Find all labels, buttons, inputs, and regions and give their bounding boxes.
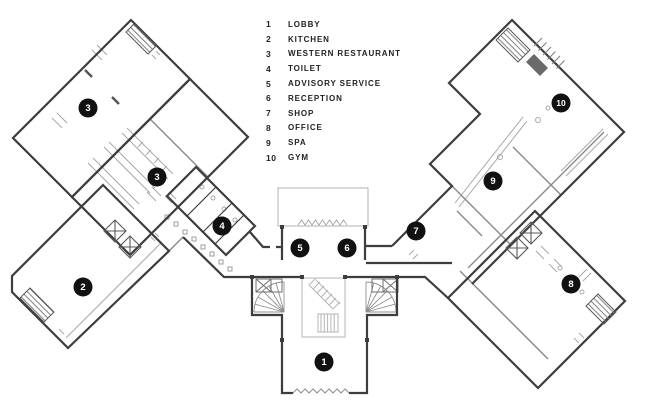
staircases bbox=[19, 23, 617, 325]
legend-number: 1 bbox=[266, 19, 272, 30]
legend-item-1: 1 LOBBY bbox=[266, 17, 401, 32]
legend-label: SHOP bbox=[288, 108, 315, 118]
room-marker-western-restaurant: 3 bbox=[78, 98, 98, 118]
marker-number: 3 bbox=[85, 103, 90, 114]
marker-circle bbox=[406, 221, 426, 241]
legend-item-7: 7 SHOP bbox=[266, 106, 401, 121]
gym-core bbox=[526, 37, 565, 76]
marker-circle bbox=[290, 238, 310, 258]
legend-item-2: 2 KITCHEN bbox=[266, 32, 401, 47]
corner-posts bbox=[250, 225, 399, 342]
room-marker-kitchen: 2 bbox=[73, 277, 93, 297]
legend-number: 7 bbox=[266, 108, 272, 119]
wing-office bbox=[446, 209, 627, 390]
legend-number: 5 bbox=[266, 78, 272, 89]
legend-item-10: 10 GYM bbox=[266, 150, 401, 165]
legend-number: 6 bbox=[266, 93, 272, 104]
marker-number: 9 bbox=[490, 176, 495, 187]
wing-spa-gym bbox=[391, 18, 626, 285]
room-marker-advisory-service: 5 bbox=[290, 238, 310, 258]
legend: 1 LOBBY 2 KITCHEN 3 WESTERN RESTAURANT 4 TOILET… bbox=[266, 17, 401, 165]
marker-number: 10 bbox=[556, 98, 566, 108]
atrium-central-stair bbox=[301, 277, 346, 338]
legend-label: ADVISORY SERVICE bbox=[288, 79, 381, 89]
marker-number: 1 bbox=[321, 357, 327, 368]
marker-circle bbox=[314, 352, 334, 372]
legend-label: OFFICE bbox=[288, 123, 323, 133]
stair-gym bbox=[495, 27, 531, 63]
marker-circle bbox=[73, 277, 93, 297]
legend-label: WESTERN RESTAURANT bbox=[288, 49, 401, 59]
room-marker-reception: 6 bbox=[337, 238, 357, 258]
room-marker-spa: 9 bbox=[483, 171, 503, 191]
marker-circle bbox=[561, 274, 581, 294]
lobby-walls bbox=[250, 277, 399, 395]
entry-door-zigzag bbox=[292, 388, 350, 394]
legend-label: SPA bbox=[288, 138, 307, 148]
elevators bbox=[103, 219, 543, 260]
legend-item-5: 5 ADVISORY SERVICE bbox=[266, 76, 401, 91]
canopy-skylight bbox=[277, 187, 369, 227]
legend-number: 2 bbox=[266, 34, 272, 45]
marker-number: 8 bbox=[568, 279, 573, 290]
room-marker-western-restaurant: 3 bbox=[147, 167, 167, 187]
legend-label: LOBBY bbox=[288, 19, 321, 29]
marker-number: 6 bbox=[344, 243, 349, 254]
legend-label: KITCHEN bbox=[288, 34, 330, 44]
marker-circle bbox=[337, 238, 357, 258]
legend-number: 3 bbox=[266, 48, 272, 59]
marker-number: 7 bbox=[413, 226, 418, 237]
spiral-stair-left bbox=[253, 281, 285, 313]
legend-item-4: 4 TOILET bbox=[266, 61, 401, 76]
marker-number: 5 bbox=[297, 243, 303, 254]
stair-office bbox=[585, 293, 617, 325]
furniture-details bbox=[51, 44, 609, 344]
main-walls bbox=[10, 18, 627, 395]
legend-number: 9 bbox=[266, 137, 272, 148]
marker-number: 3 bbox=[154, 172, 159, 183]
legend-number: 8 bbox=[266, 122, 272, 133]
wing-kitchen bbox=[10, 183, 171, 350]
room-marker-shop: 7 bbox=[406, 221, 426, 241]
marker-circle bbox=[147, 167, 167, 187]
stair-restaurant bbox=[125, 23, 157, 55]
marker-circle bbox=[212, 216, 232, 236]
legend-number: 10 bbox=[266, 152, 277, 163]
marker-number: 4 bbox=[219, 221, 225, 232]
room-marker-toilet: 4 bbox=[212, 216, 232, 236]
service-shaft-boxes bbox=[255, 278, 399, 293]
marker-circle bbox=[78, 98, 98, 118]
legend-label: RECEPTION bbox=[288, 93, 343, 103]
room-marker-office: 8 bbox=[561, 274, 581, 294]
legend-label: TOILET bbox=[288, 64, 322, 74]
room-marker-gym: 10 bbox=[551, 93, 571, 113]
stair-kitchen bbox=[19, 287, 55, 323]
marker-circle bbox=[551, 93, 571, 113]
hall-walls bbox=[280, 227, 367, 260]
interior-walls bbox=[149, 118, 605, 360]
toilet-block bbox=[165, 165, 257, 257]
legend-item-9: 9 SPA bbox=[266, 135, 401, 150]
legend-label: GYM bbox=[288, 153, 309, 163]
legend-item-8: 8 OFFICE bbox=[266, 121, 401, 136]
room-marker-lobby: 1 bbox=[314, 352, 334, 372]
legend-item-3: 3 WESTERN RESTAURANT bbox=[266, 47, 401, 62]
room-markers: 1 2 3 3 4 5 6 7 8 9 10 bbox=[73, 93, 581, 372]
legend-item-6: 6 RECEPTION bbox=[266, 91, 401, 106]
legend-number: 4 bbox=[266, 63, 272, 74]
marker-circle bbox=[483, 171, 503, 191]
spiral-stair-right bbox=[365, 281, 397, 313]
marker-number: 2 bbox=[80, 282, 85, 293]
